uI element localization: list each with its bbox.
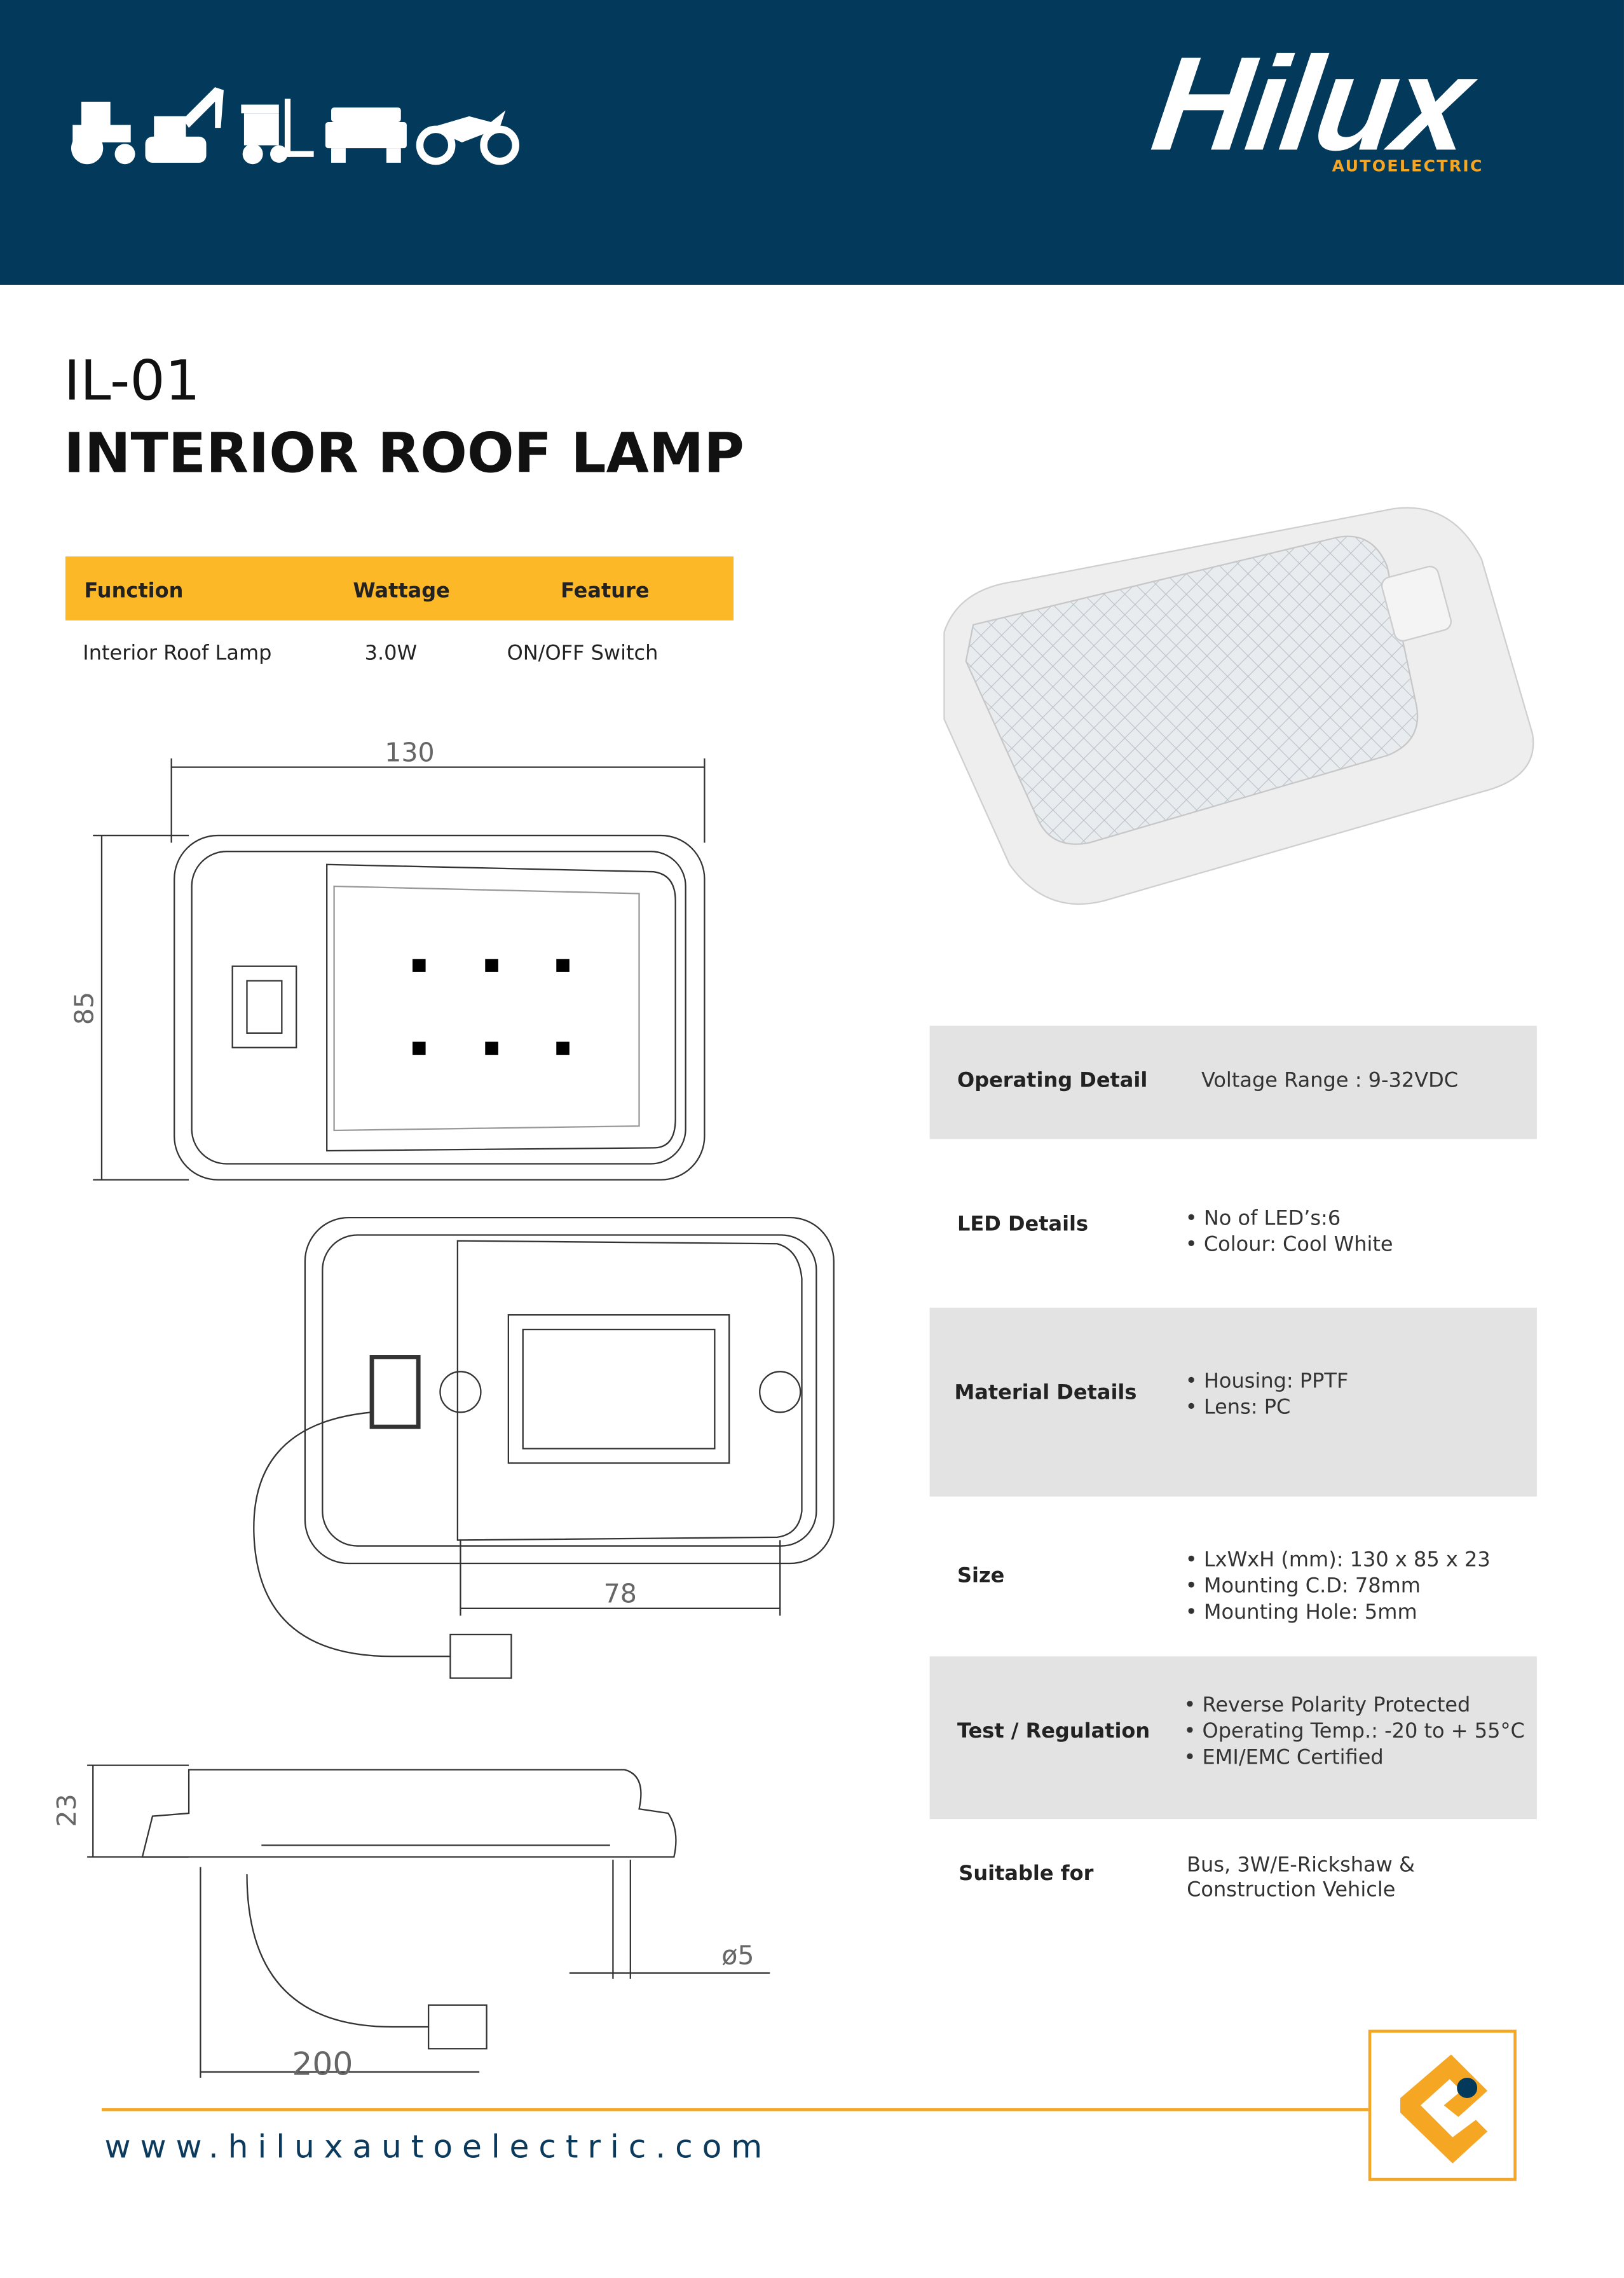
brand-subtitle: AUTOELECTRIC <box>1332 156 1484 176</box>
header-function: Function <box>84 579 184 603</box>
product-photo <box>943 507 1534 905</box>
dim-hole: ø5 <box>721 1940 754 1971</box>
top-view <box>93 758 706 1181</box>
spec-row-led: LED Details • No of LED’s:6• Colour: Coo… <box>930 1139 1537 1308</box>
spec-value-line: • LxWxH (mm): 130 x 85 x 23 <box>1185 1549 1491 1572</box>
value-function: Interior Roof Lamp <box>83 642 272 666</box>
spec-value: • LxWxH (mm): 130 x 85 x 23 • Mounting C.… <box>1185 1547 1491 1626</box>
spec-row-operating: Operating Detail Voltage Range : 9-32VDC <box>929 1026 1537 1139</box>
spec-value: Voltage Range : 9-32VDC <box>1201 1068 1458 1094</box>
e-logo-icon <box>1400 2054 1488 2164</box>
technical-drawing: 130 85 78 23 ø5 200 <box>51 737 835 2082</box>
dim-mounting-cd: 78 <box>604 1579 637 1609</box>
spec-row-size: Size • LxWxH (mm): 130 x 85 x 23 • Mounti… <box>930 1497 1537 1656</box>
summary-table-header: Function Wattage Feature <box>65 556 734 621</box>
spec-value-line: • EMI/EMC Certified <box>1184 1746 1384 1770</box>
spec-row-suitable: Suitable for Bus, 3W/E-Rickshaw &Constru… <box>930 1819 1537 1950</box>
dim-cable: 200 <box>292 2045 353 2082</box>
spec-value-line: • Lens: PC <box>1185 1396 1291 1420</box>
value-wattage: 3.0W <box>364 642 418 666</box>
spec-label: Size <box>957 1565 1005 1588</box>
spec-row-test: Test / Regulation • Reverse Polarity Pro… <box>929 1656 1537 1820</box>
header-banner: Hilux AUTOELECTRIC <box>0 0 1624 285</box>
spec-label: Operating Detail <box>957 1069 1148 1093</box>
spec-value-line: • Operating Temp.: -20 to + 55°C <box>1184 1720 1525 1744</box>
footer-divider <box>101 2108 1368 2111</box>
product-title: INTERIOR ROOF LAMP <box>64 421 744 486</box>
spec-label: Material Details <box>954 1382 1137 1405</box>
spec-value-line: Construction Vehicle <box>1187 1878 1396 1902</box>
spec-value-line: Bus, 3W/E-Rickshaw & <box>1187 1854 1415 1877</box>
bottom-view <box>253 1216 835 1679</box>
brand-emblem <box>1368 2029 1517 2181</box>
spec-value: • Housing: PPTF• Lens: PC <box>1185 1369 1349 1421</box>
spec-value-line: • Mounting Hole: 5mm <box>1185 1601 1417 1624</box>
header-feature: Feature <box>561 579 650 603</box>
website-link[interactable]: www.hiluxautoelectric.com <box>104 2130 772 2167</box>
spec-row-material: Material Details • Housing: PPTF• Lens: … <box>929 1307 1537 1497</box>
spec-value: • Reverse Polarity Protected• Operating … <box>1184 1692 1525 1771</box>
spec-value-line: • Mounting C.D: 78mm <box>1185 1575 1421 1598</box>
spec-value-line: Voltage Range : 9-32VDC <box>1201 1069 1459 1093</box>
vehicle-icons <box>71 87 519 165</box>
forklift-icon <box>241 99 314 165</box>
excavator-icon <box>145 87 224 163</box>
dim-length: 130 <box>385 737 435 767</box>
spec-value-line: • Housing: PPTF <box>1185 1370 1349 1394</box>
spec-label: Test / Regulation <box>957 1720 1150 1744</box>
spec-value-line: • Colour: Cool White <box>1185 1233 1393 1257</box>
side-view <box>87 1764 770 2078</box>
dim-width: 85 <box>69 992 99 1025</box>
spec-value-line: • Reverse Polarity Protected <box>1184 1694 1471 1718</box>
spec-value-line: • No of LED’s:6 <box>1185 1207 1341 1231</box>
motorcycle-icon <box>416 110 519 165</box>
spec-label: Suitable for <box>959 1862 1094 1886</box>
value-feature: ON/OFF Switch <box>507 642 658 666</box>
spec-value: • No of LED’s:6• Colour: Cool White <box>1185 1206 1393 1258</box>
header-wattage: Wattage <box>353 579 450 603</box>
dim-height: 23 <box>51 1794 82 1827</box>
spec-value: Bus, 3W/E-Rickshaw &Construction Vehicle <box>1187 1854 1415 1904</box>
spec-label: LED Details <box>957 1213 1089 1237</box>
tractor-icon <box>71 101 135 165</box>
jeep-icon <box>325 107 407 163</box>
product-code: IL-01 <box>64 348 200 413</box>
